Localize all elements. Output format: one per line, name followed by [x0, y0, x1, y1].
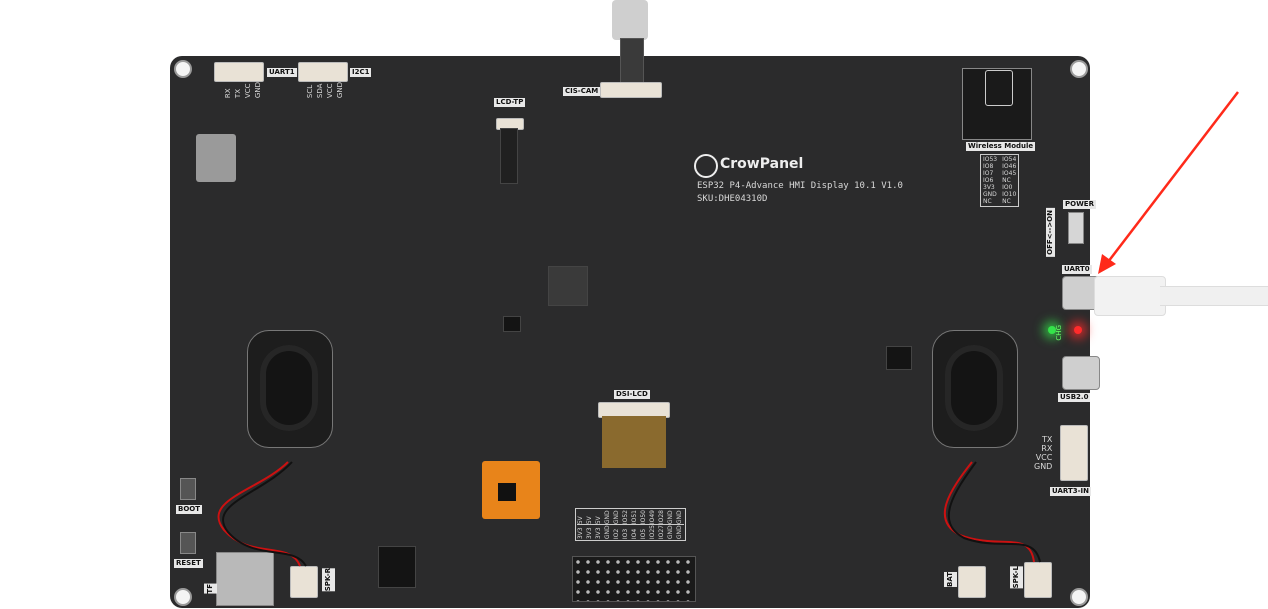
lcd-tp-label: LCD-TP [494, 98, 526, 107]
uart3-in-label: UART3-IN [1050, 487, 1091, 496]
pin-label: IO6 [983, 177, 994, 184]
speaker-wire-black [947, 461, 1041, 563]
mounting-hole [174, 60, 192, 78]
pin-label: IO8 [983, 163, 994, 170]
red-led [1074, 326, 1082, 334]
uart0-usb-c-port[interactable] [1062, 276, 1100, 310]
reset-label: RESET [174, 559, 203, 568]
uart3-pin-labels: TX RX VCC GND [1034, 435, 1052, 471]
ic-chip [886, 346, 912, 370]
mounting-hole [174, 588, 192, 606]
bat-connector[interactable] [958, 566, 986, 598]
pin-label: GND [983, 191, 997, 198]
pin-label: IO45 [1002, 170, 1017, 177]
brand-name: CrowPanel [720, 156, 804, 172]
right-speaker [932, 330, 1018, 448]
left-speaker [247, 330, 333, 448]
tf-card-slot[interactable] [216, 552, 274, 606]
rf-shield-module [196, 134, 236, 182]
uart0-label: UART0 [1062, 265, 1092, 274]
mounting-hole [1070, 588, 1088, 606]
gpio-header-labels: 5V 5V 5V GND GND IO52 IO51 IO50 IO49 IO2… [575, 508, 686, 542]
cis-cam-label: CIS-CAM [563, 87, 601, 96]
sku: SKU:DHE04310D [697, 194, 768, 204]
mounting-hole [1070, 60, 1088, 78]
pin-label: IO0 [1002, 184, 1013, 191]
wireless-module-header [962, 68, 1032, 140]
dsi-lcd-label: DSI-LCD [614, 390, 650, 399]
touch-flex-cable [500, 128, 518, 184]
esp32-p4-chip [548, 266, 588, 306]
pin-label: TX [1041, 435, 1053, 444]
pin-label: IO10 [1002, 191, 1017, 198]
pin-label: IO54 [1002, 156, 1017, 163]
product-name: ESP32 P4-Advance HMI Display 10.1 V1.0 [697, 181, 903, 191]
antenna-outline [985, 70, 1013, 106]
spk-r-connector [290, 566, 318, 598]
pin-label: NC [1002, 198, 1011, 205]
spk-l-connector [1024, 562, 1052, 598]
green-led [1048, 326, 1056, 334]
header-bottom-row: 3V3 3V3 3V3 GND IO2 IO3 IO4 IO5 IO25 IO2… [577, 524, 684, 539]
pin-label: IO53 [983, 156, 998, 163]
pin-label: RX [1041, 444, 1053, 453]
crowpanel-logo-icon [694, 154, 718, 178]
pointer-arrow-head-icon [1098, 254, 1116, 274]
i2c1-connector[interactable] [298, 62, 348, 82]
pin-label: IO46 [1002, 163, 1017, 170]
usb2-label: USB2.0 [1058, 393, 1091, 402]
pointer-arrow-line [1107, 91, 1239, 263]
uart1-connector[interactable] [214, 62, 264, 82]
power-label: POWER [1063, 200, 1096, 209]
pin-label: NC [1002, 177, 1011, 184]
ic-chip [503, 316, 521, 332]
boot-label: BOOT [176, 505, 203, 514]
usb-cable [1160, 286, 1268, 306]
i2c1-label: I2C1 [350, 68, 372, 77]
pin-label: IO7 [983, 170, 994, 177]
speaker-wire-black [222, 461, 307, 567]
kapton-chip-pad [482, 461, 540, 519]
uart1-label: UART1 [267, 68, 297, 77]
pin-label: NC [983, 198, 992, 205]
pcb-board [170, 56, 1090, 608]
ic-chip [378, 546, 416, 588]
pin-label: VCC [1035, 453, 1053, 462]
reset-button[interactable] [180, 532, 196, 554]
camera-module [612, 0, 648, 40]
dsi-flex-cable [602, 416, 666, 468]
power-switch[interactable] [1068, 212, 1084, 244]
speaker-wire-red [943, 461, 1035, 563]
usb2-usb-c-port[interactable] [1062, 356, 1100, 390]
pin-label: 3V3 [983, 184, 995, 191]
boot-button[interactable] [180, 478, 196, 500]
uart3-in-connector[interactable] [1060, 425, 1088, 481]
speaker-wire-red [217, 461, 301, 567]
pin-label: GND [1034, 462, 1053, 471]
camera-connector [600, 82, 662, 98]
wireless-module-label: Wireless Module [966, 142, 1036, 151]
gpio-header[interactable] [572, 556, 696, 602]
